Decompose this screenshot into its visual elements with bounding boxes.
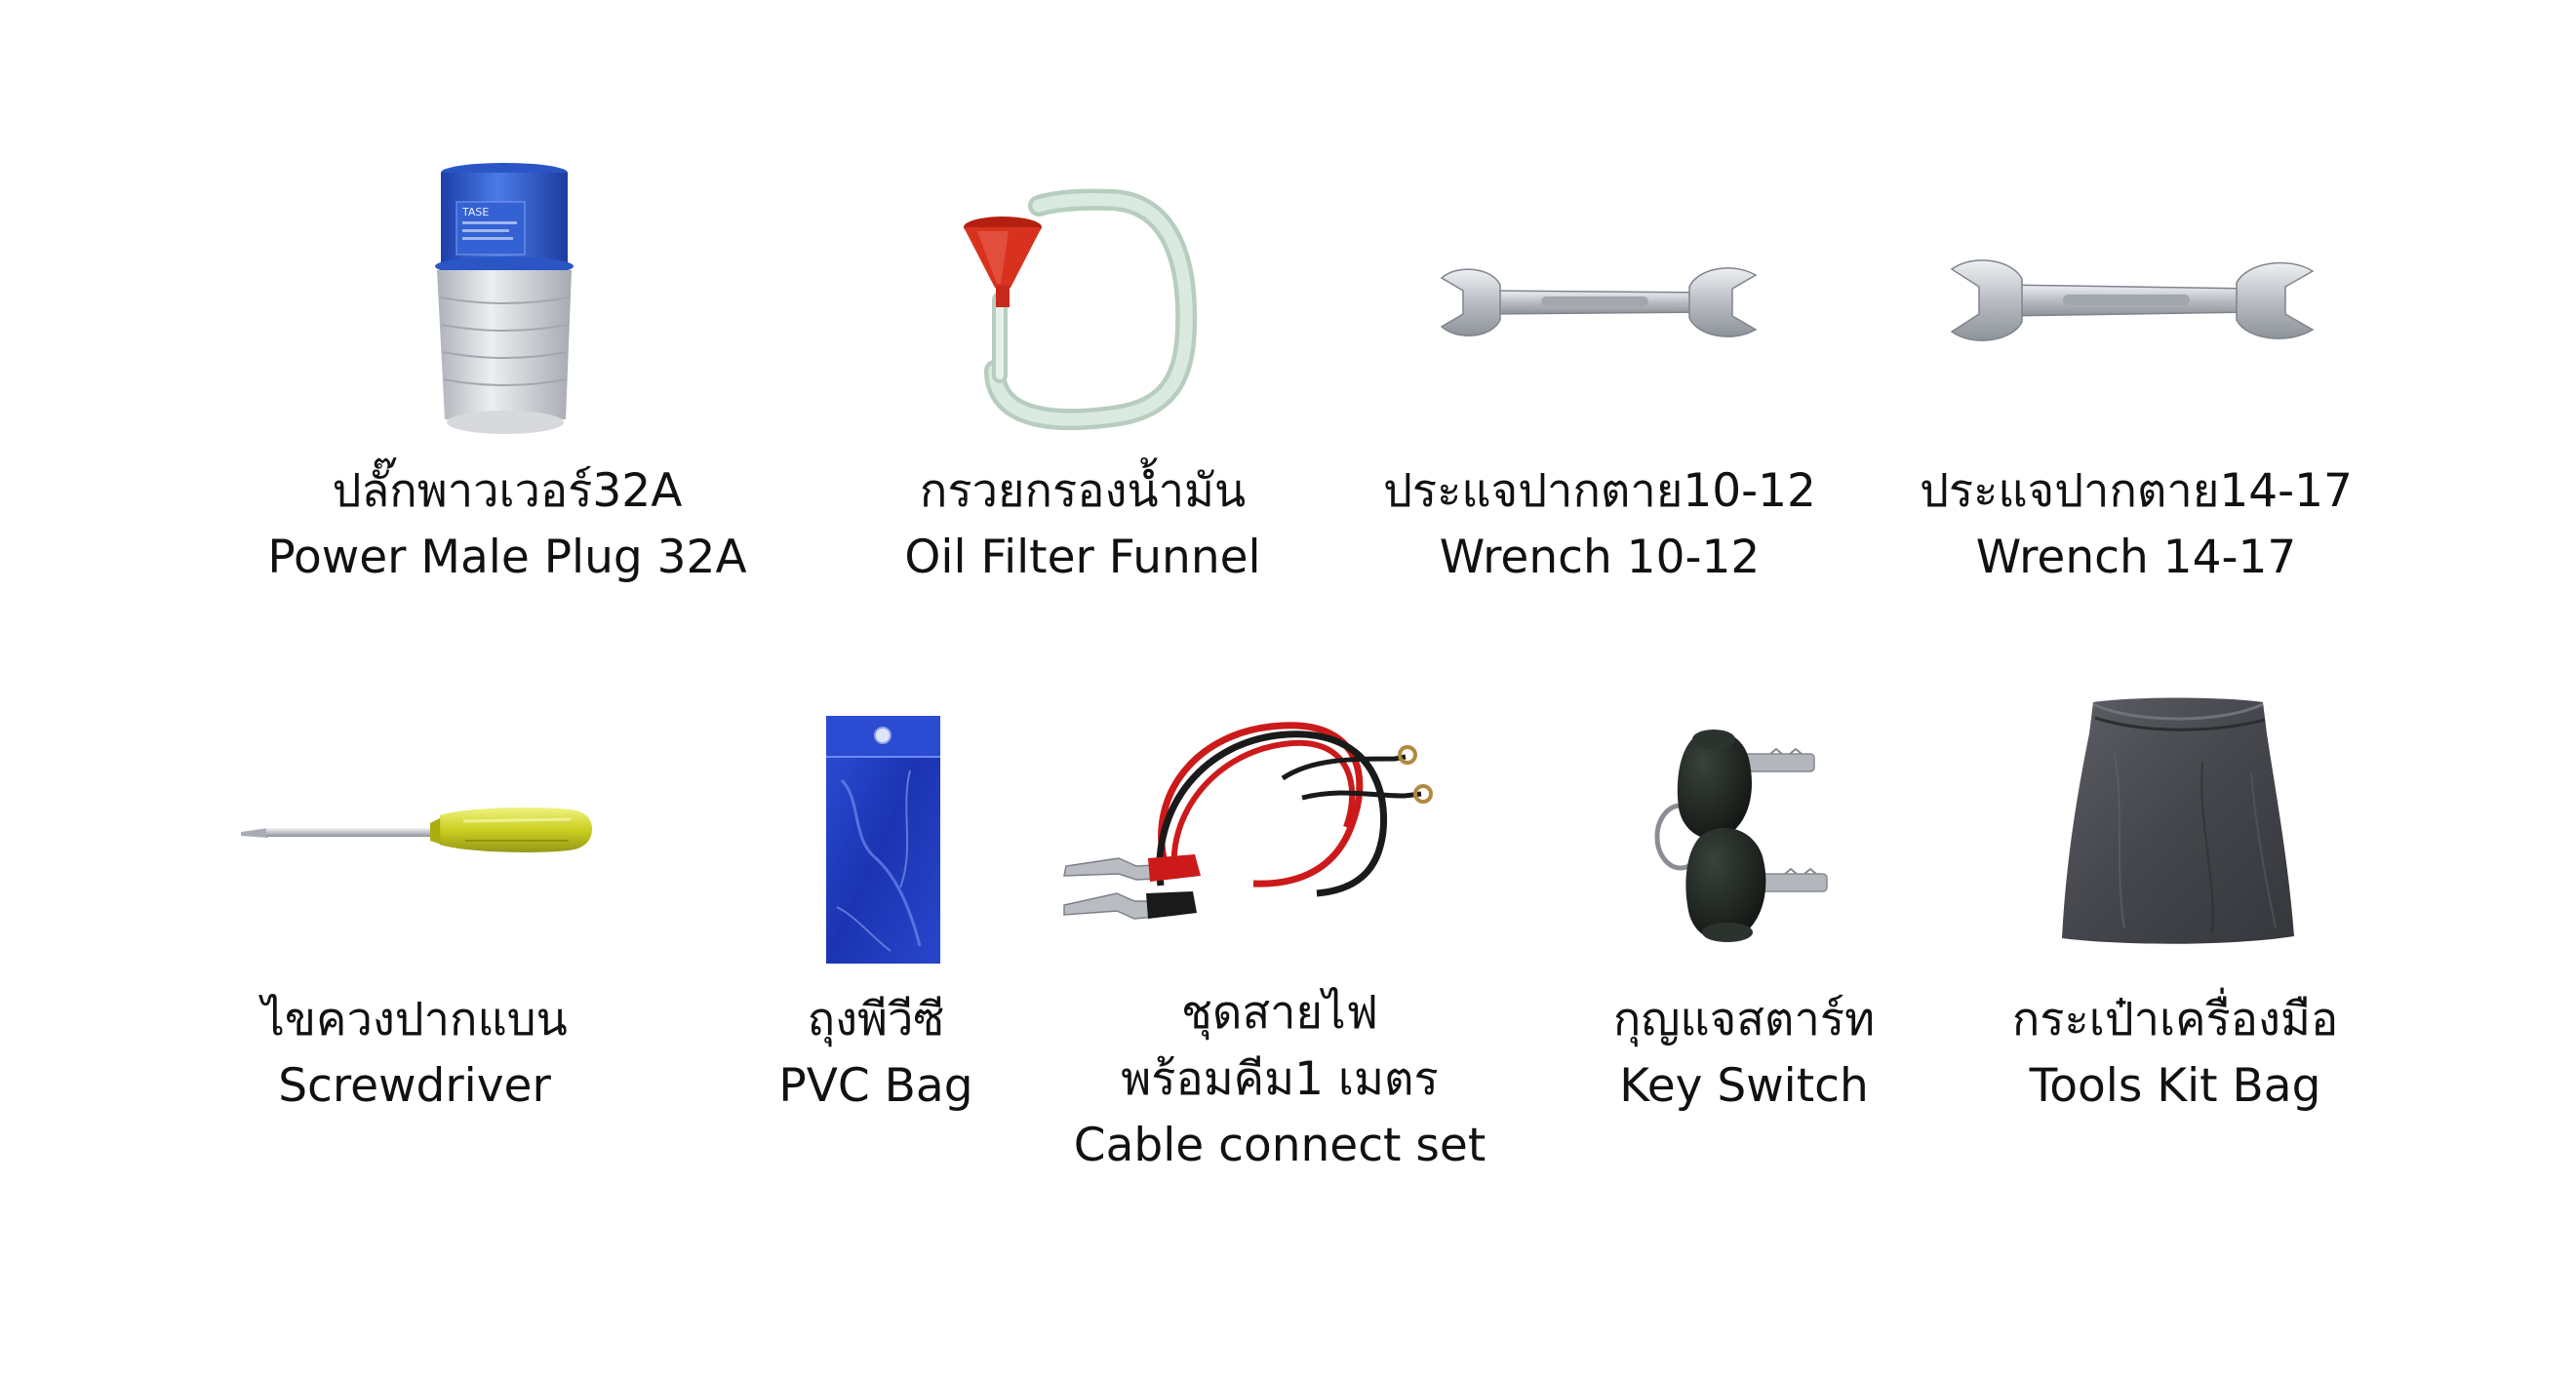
funnel-icon	[964, 188, 1200, 434]
wrench-icon	[1434, 263, 1761, 341]
item-thai-label: ไขควงปากแบน	[261, 993, 568, 1046]
screwdriver-icon	[239, 802, 595, 858]
cable-clamp-icon	[1058, 720, 1434, 944]
power-plug-icon: TASE	[429, 161, 580, 444]
item-english-label: Wrench 10-12	[1439, 531, 1761, 584]
item-thai-label: ปลั๊กพาวเวอร์32A	[332, 464, 683, 518]
item-english-label: Screwdriver	[278, 1059, 551, 1113]
item-thai-label: ถุงพีวีซี	[807, 993, 945, 1046]
item-thai-label-line2: พร้อมคีม1 เมตร	[1121, 1052, 1439, 1106]
item-english-label: PVC Bag	[778, 1059, 973, 1113]
plug-brand-text: TASE	[461, 206, 489, 218]
item-thai-label: ประแจปากตาย14-17	[1920, 464, 2353, 518]
item-thai-label: ประแจปากตาย10-12	[1383, 464, 1816, 518]
item-thai-label: กรวยกรองน้ำมัน	[919, 464, 1247, 518]
tool-bag-icon	[2056, 694, 2300, 948]
wrench-icon	[1946, 256, 2317, 345]
item-english-label: Key Switch	[1619, 1059, 1869, 1113]
item-english-label: Tools Kit Bag	[2029, 1059, 2321, 1113]
item-english-label: Oil Filter Funnel	[904, 531, 1261, 584]
item-english-label: Power Male Plug 32A	[267, 531, 747, 584]
key-icon	[1644, 720, 1834, 954]
item-english-label: Wrench 14-17	[1975, 531, 2297, 584]
item-thai-label: กระเป๋าเครื่องมือ	[2011, 993, 2339, 1046]
pvc-bag-icon	[822, 712, 944, 967]
item-english-label: Cable connect set	[1073, 1119, 1486, 1172]
item-thai-label: ชุดสายไฟ	[1181, 986, 1378, 1040]
item-thai-label: กุญแจสตาร์ท	[1612, 993, 1876, 1046]
